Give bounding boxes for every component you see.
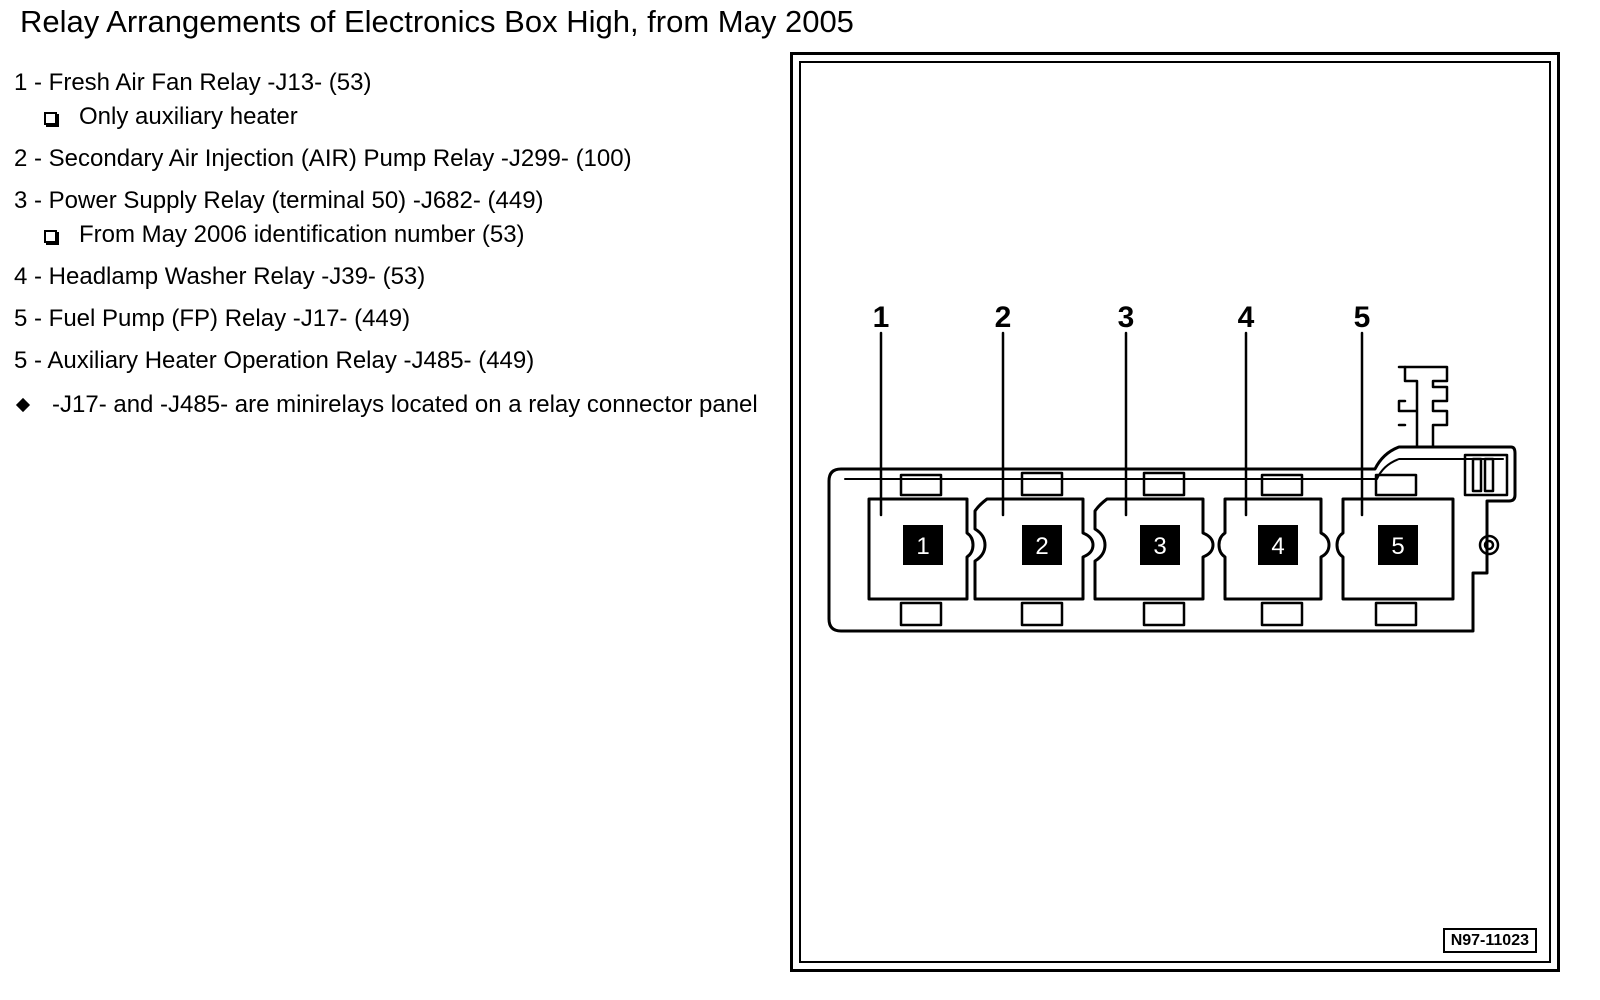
checkbox-icon xyxy=(44,229,57,243)
legend-subnote-1: Only auxiliary heater xyxy=(14,102,794,132)
relay-box-diagram: 1 2 3 4 5 1 2 3 4 5 xyxy=(827,301,1517,633)
relay-1-label: 1 xyxy=(916,533,929,560)
callout-3: 3 xyxy=(1118,301,1135,334)
legend-item-1: 1 - Fresh Air Fan Relay -J13- (53) xyxy=(14,69,372,96)
legend-list: 1 - Fresh Air Fan Relay -J13- (53) Only … xyxy=(14,68,794,420)
callout-1: 1 xyxy=(873,301,890,334)
page-title: Relay Arrangements of Electronics Box Hi… xyxy=(20,4,854,39)
relay-5-number-block xyxy=(1378,525,1418,565)
legend-item-3: 3 - Power Supply Relay (terminal 50) -J6… xyxy=(14,187,544,214)
relay-5-label: 5 xyxy=(1391,533,1404,560)
legend-note-text: -J17- and -J485- are minirelays located … xyxy=(52,391,758,418)
callout-leader-lines xyxy=(879,331,1364,517)
relay-4-number-block xyxy=(1258,525,1298,565)
callout-numbers: 1 2 3 4 5 xyxy=(873,301,1371,334)
relay-box-housing xyxy=(827,445,1517,633)
figure-inner-border xyxy=(799,61,1551,963)
callout-2: 2 xyxy=(995,301,1012,334)
connector-lugs xyxy=(899,471,1418,627)
legend-note: -J17- and -J485- are minirelays located … xyxy=(14,390,794,420)
figure-code: N97-11023 xyxy=(1442,928,1537,953)
diamond-bullet-icon xyxy=(15,397,31,413)
legend-subnote-3: From May 2006 identification number (53) xyxy=(14,220,794,250)
callout-5: 5 xyxy=(1354,301,1371,334)
legend-item-5a: 5 - Fuel Pump (FP) Relay -J17- (449) xyxy=(14,305,411,332)
relay-2-number-block xyxy=(1022,525,1062,565)
checkbox-icon xyxy=(44,111,57,125)
relay-2-label: 2 xyxy=(1035,533,1048,560)
relay-3-number-block xyxy=(1140,525,1180,565)
legend-item-5b: 5 - Auxiliary Heater Operation Relay -J4… xyxy=(14,347,535,374)
relay-number-blocks: 1 2 3 4 5 xyxy=(903,525,1418,565)
legend-item-4: 4 - Headlamp Washer Relay -J39- (53) xyxy=(14,263,426,290)
legend-subnote-1-text: Only auxiliary heater xyxy=(79,103,298,130)
legend-item-2: 2 - Secondary Air Injection (AIR) Pump R… xyxy=(14,145,632,172)
legend-subnote-3-text: From May 2006 identification number (53) xyxy=(79,221,525,248)
relay-3-label: 3 xyxy=(1153,533,1166,560)
callout-4: 4 xyxy=(1238,301,1255,334)
relay-1-number-block xyxy=(903,525,943,565)
relay-4-label: 4 xyxy=(1271,533,1284,560)
figure-frame: 1 2 3 4 5 1 2 3 4 5 N97-11023 xyxy=(790,52,1560,972)
mounting-bracket xyxy=(1397,365,1509,556)
